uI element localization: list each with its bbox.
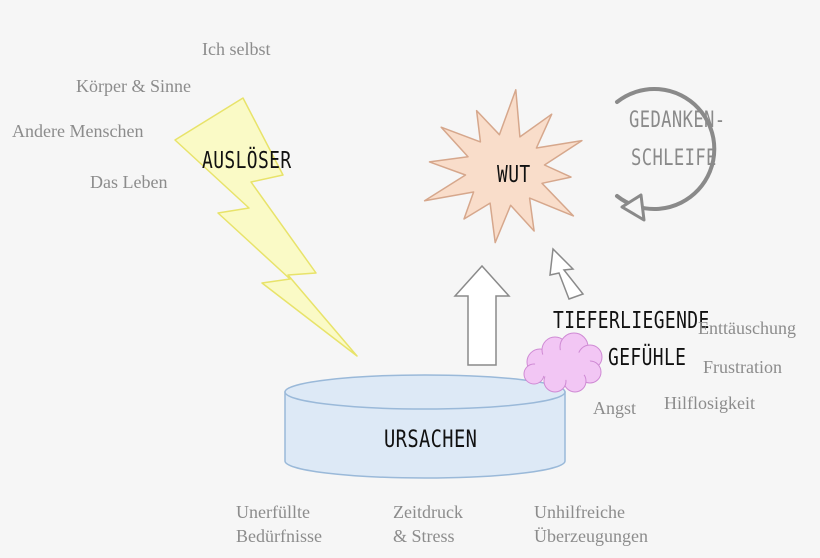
cause-unmet-needs-line2: Bedürfnisse bbox=[236, 526, 322, 546]
loop-title-line2: SCHLEIFE bbox=[631, 146, 717, 171]
loop-title-line1: GEDANKEN- bbox=[629, 108, 726, 133]
trigger-source-others: Andere Menschen bbox=[12, 121, 144, 141]
cause-time-pressure-line1: Zeitdruck bbox=[393, 502, 463, 522]
trigger-source-body: Körper & Sinne bbox=[76, 76, 191, 96]
causes-title: URSACHEN bbox=[384, 425, 478, 453]
feeling-frustration: Frustration bbox=[703, 357, 782, 377]
lightning-bolt-icon bbox=[174, 97, 358, 357]
causes-cylinder bbox=[284, 374, 566, 479]
feelings-title-line2: GEFÜHLE bbox=[608, 345, 687, 371]
trigger-source-life: Das Leben bbox=[90, 172, 168, 192]
feeling-disappointment: Enttäuschung bbox=[698, 318, 796, 338]
cause-unmet-needs-line1: Unerfüllte bbox=[236, 502, 310, 522]
feeling-helplessness: Hilflosigkeit bbox=[664, 393, 755, 413]
cause-time-pressure: Zeitdruck & Stress bbox=[393, 500, 463, 548]
up-arrow-small-icon bbox=[549, 247, 585, 300]
trigger-source-self: Ich selbst bbox=[202, 39, 271, 59]
up-arrow-icon bbox=[453, 264, 511, 366]
trigger-title: AUSLÖSER bbox=[202, 148, 292, 174]
cause-unhelpful-beliefs-line1: Unhilfreiche bbox=[534, 502, 625, 522]
cause-time-pressure-line2: & Stress bbox=[393, 526, 455, 546]
feeling-fear: Angst bbox=[593, 398, 637, 418]
explosion-star-icon bbox=[423, 89, 583, 244]
anger-title: WUT bbox=[497, 162, 531, 188]
cause-unhelpful-beliefs-line2: Überzeugungen bbox=[534, 526, 648, 546]
feelings-cloud-icon bbox=[523, 332, 603, 393]
feelings-title-line1: TIEFERLIEGENDE bbox=[553, 308, 710, 334]
thought-loop-icon bbox=[615, 87, 717, 222]
cause-unmet-needs: Unerfüllte Bedürfnisse bbox=[236, 500, 322, 548]
cause-unhelpful-beliefs: Unhilfreiche Überzeugungen bbox=[534, 500, 648, 548]
